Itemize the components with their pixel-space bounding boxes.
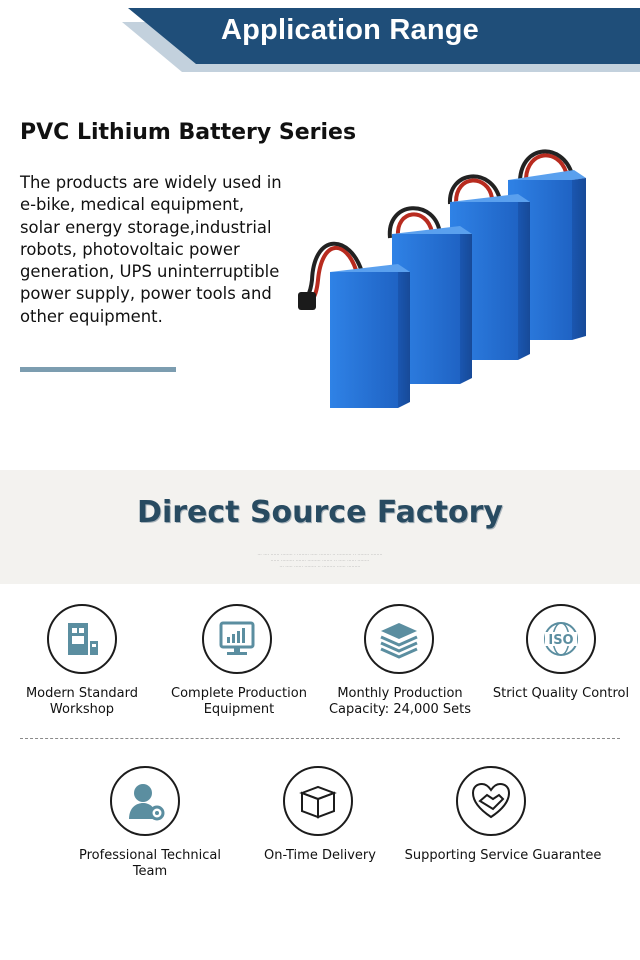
- feature-label: Professional Technical Team: [79, 848, 221, 879]
- svg-text:ISO: ISO: [548, 633, 573, 648]
- monitor-chart-icon: [202, 604, 272, 674]
- page-title: Application Range: [221, 14, 479, 46]
- layers-icon: [364, 604, 434, 674]
- series-title: PVC Lithium Battery Series: [20, 120, 357, 145]
- feature-label: Supporting Service Guarantee: [404, 848, 602, 863]
- box-icon: [283, 766, 353, 836]
- accent-divider: [20, 367, 176, 372]
- workshop-icon: [47, 604, 117, 674]
- technician-icon: [110, 766, 180, 836]
- dashed-divider: [20, 738, 620, 739]
- factory-band: [0, 470, 640, 584]
- header-banner: Application Range: [0, 0, 640, 80]
- feature-label: On-Time Delivery: [264, 848, 376, 863]
- battery-pack-2: [387, 206, 472, 384]
- iso-icon: ISO: [526, 604, 596, 674]
- banner-shape: [122, 8, 640, 72]
- factory-title: Direct Source Factory: [137, 495, 503, 530]
- fine-print-text: ··· ···· ······ ········ · ········ ····…: [257, 552, 383, 569]
- feature-label: Strict Quality Control: [492, 686, 630, 701]
- handshake-heart-icon: [456, 766, 526, 836]
- series-description: The products are widely used in e-bike, …: [20, 173, 282, 326]
- battery-pack-1: [298, 241, 410, 408]
- feature-label: Complete Production Equipment: [171, 686, 307, 717]
- feature-label: Modern Standard Workshop: [25, 686, 139, 717]
- feature-label: Monthly Production Capacity: 24,000 Sets: [328, 686, 472, 717]
- battery-packs-image: [298, 149, 586, 408]
